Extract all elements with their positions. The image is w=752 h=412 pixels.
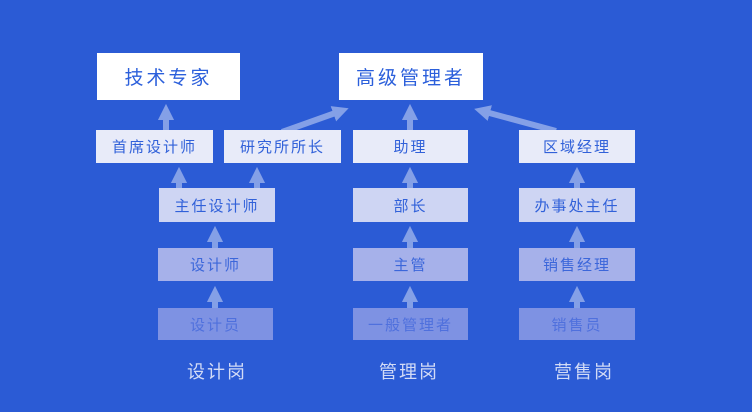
post-label-sales: 营售岗 bbox=[554, 362, 614, 383]
node-designer: 设计师 bbox=[158, 248, 273, 281]
node-sales-manager: 销售经理 bbox=[519, 248, 635, 281]
node-office-director: 办事处主任 bbox=[519, 188, 635, 222]
node-director-designer: 主任设计师 bbox=[159, 188, 275, 222]
node-general-manager: 一般管理者 bbox=[353, 308, 468, 340]
arrow-institute-director-to-senior-manager bbox=[280, 106, 349, 135]
node-senior-manager: 高级管理者 bbox=[339, 53, 483, 100]
node-department-head: 部长 bbox=[353, 188, 468, 222]
node-draftsman: 设计员 bbox=[158, 308, 273, 340]
node-tech-expert: 技术专家 bbox=[97, 53, 240, 100]
node-salesperson: 销售员 bbox=[519, 308, 635, 340]
node-regional-manager: 区域经理 bbox=[519, 130, 635, 163]
post-label-management: 管理岗 bbox=[379, 362, 439, 383]
node-assistant: 助理 bbox=[353, 130, 468, 163]
node-chief-designer: 首席设计师 bbox=[96, 130, 213, 163]
post-label-design: 设计岗 bbox=[187, 362, 247, 383]
arrow-regional-manager-to-senior-manager bbox=[474, 105, 557, 134]
node-institute-director: 研究所所长 bbox=[224, 130, 341, 163]
node-supervisor: 主管 bbox=[353, 248, 468, 281]
